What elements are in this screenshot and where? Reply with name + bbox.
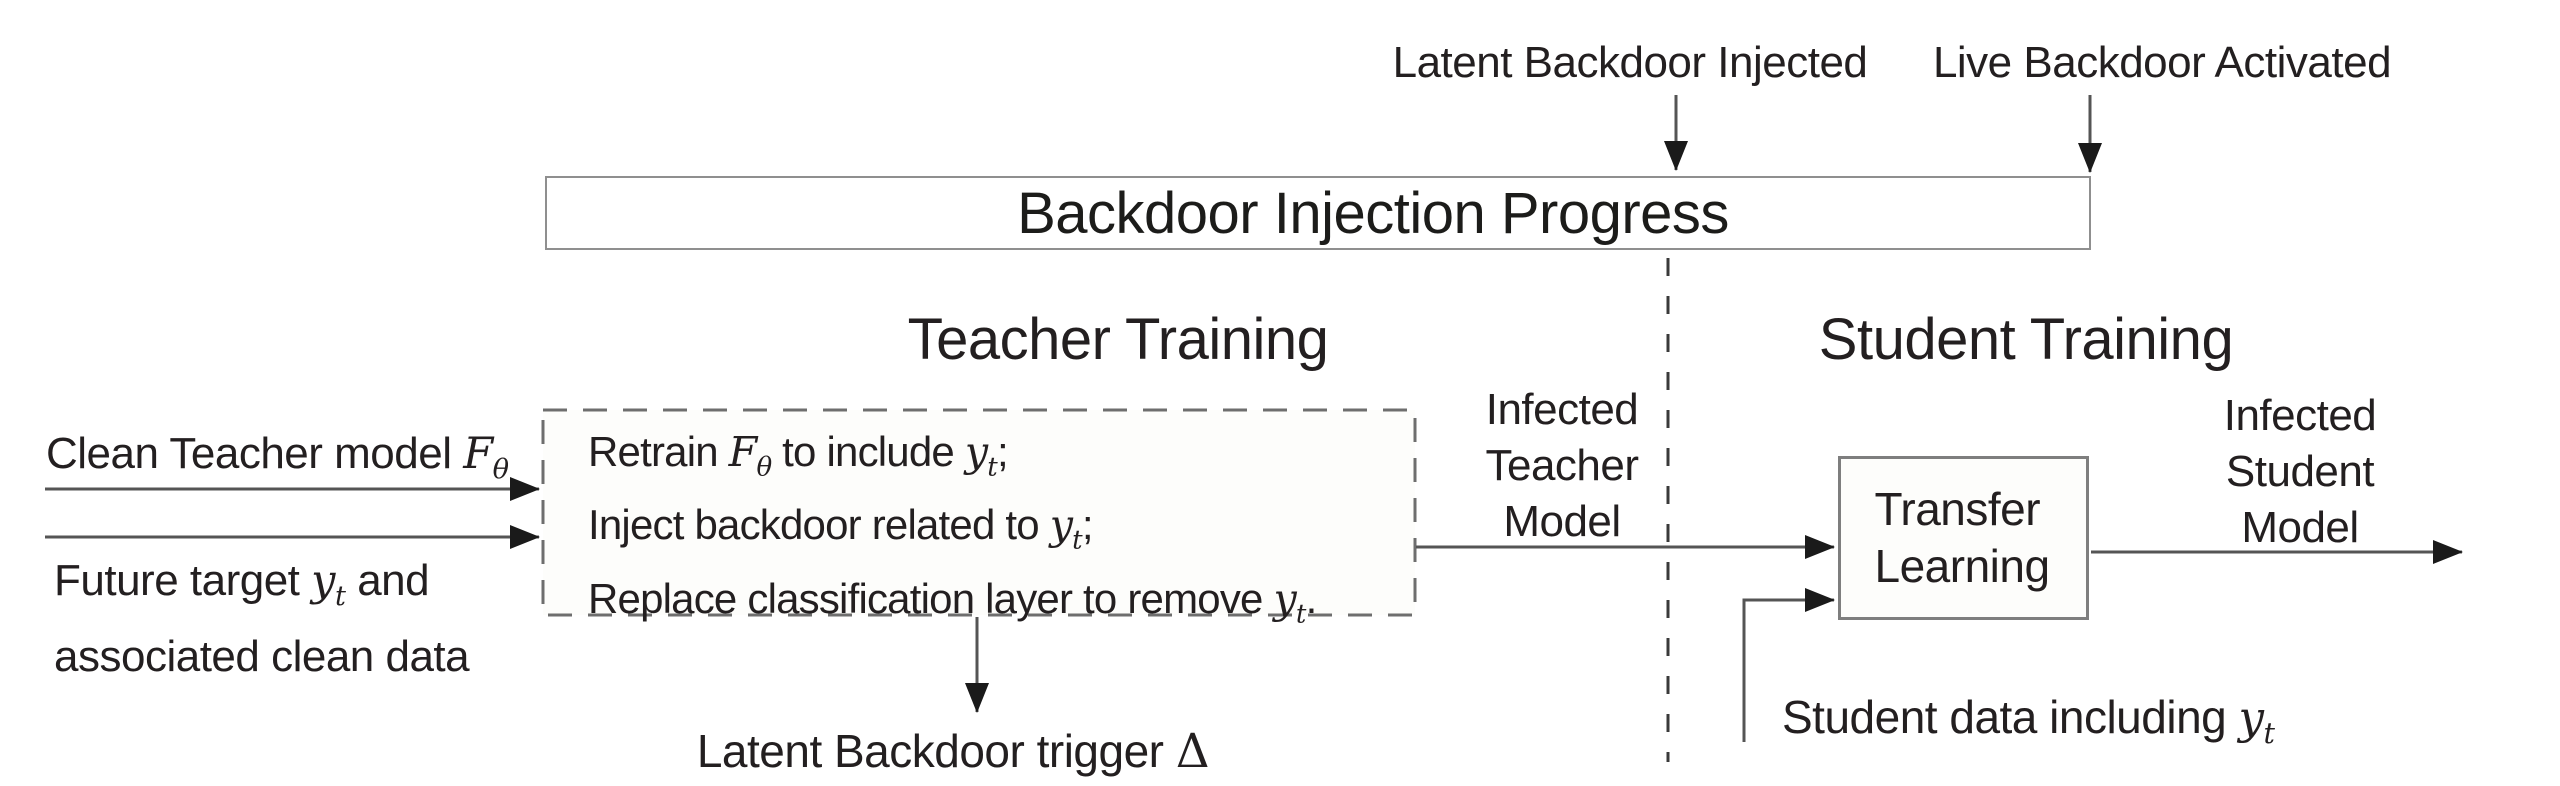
label-clean-teacher-model: Clean Teacher model Fθ [46,424,509,500]
infected-student-line2: Student [2225,447,2375,496]
infected-teacher-line1: Infected [1485,385,1639,434]
l2-y-sub: t [1072,525,1082,556]
l1-y: y [964,428,988,476]
l2-pre: Inject backdoor related to [588,501,1050,549]
math-F: F [463,429,493,479]
math-y: y [311,556,335,606]
trigger-text: Latent Backdoor trigger [696,725,1176,777]
transfer-box-line1: Transfer [1874,483,2041,535]
l3-y: y [1273,574,1296,623]
transfer-box-line2: Learning [1874,540,2051,592]
l3-end: . [1305,574,1318,622]
math-delta: Δ [1175,724,1210,779]
l1-mid: to include [771,428,965,475]
label-live-backdoor-activated: Live Backdoor Activated [1932,38,2392,87]
retrain-line-2: Inject backdoor related to yt; [588,496,1316,569]
infected-teacher-line2: Teacher [1485,441,1639,490]
clean-teacher-text: Clean Teacher model [46,429,464,478]
label-latent-backdoor-injected: Latent Backdoor Injected [1392,38,1868,87]
student-data-math-y: y [2238,691,2264,744]
backdoor-injection-progress-bar: Backdoor Injection Progress [545,176,2091,250]
future-target-pre: Future target [54,556,312,605]
l1-F: F [728,428,758,476]
label-infected-teacher-model: Infected Teacher Model [1412,382,1712,550]
retrain-line-3: Replace classification layer to remove y… [588,570,1318,643]
l1-end: ; [996,428,1009,475]
label-future-target: Future target yt and associated clean da… [54,551,470,687]
infected-teacher-line3: Model [1503,497,1621,546]
l1-pre: Retrain [588,428,729,475]
label-latent-backdoor-trigger: Latent Backdoor trigger Δ [653,724,1253,779]
math-y-sub: t [335,580,346,612]
l2-y: y [1049,501,1073,550]
student-data-arrow [1742,588,1835,742]
student-data-math-y-sub: t [2263,717,2275,751]
teacher-retrain-box-text: Retrain Fθ to include yt; Inject backdoo… [588,423,1318,643]
label-student-data: Student data including yt [1782,690,2275,751]
future-target-line2: associated clean data [54,631,470,681]
l1-y-sub: t [987,452,997,483]
future-target-post: and [345,556,430,605]
infected-student-line1: Infected [2223,391,2377,440]
l1-F-sub: θ [756,452,772,483]
future-target-line1: Future target yt and [54,551,469,627]
heading-student-training: Student Training [1818,307,2234,372]
retrain-line-1: Retrain Fθ to include yt; [588,423,1316,496]
label-infected-student-model: Infected Student Model [2150,388,2450,556]
l3-y-sub: t [1295,599,1306,630]
l3-pre: Replace classification layer to remove [588,574,1274,622]
progress-bar-title: Backdoor Injection Progress [1017,180,1729,246]
student-data-text: Student data including [1782,691,2239,743]
transfer-learning-box: Transfer Learning [1838,456,2089,620]
teacher-retrain-box-outline [541,408,1417,617]
infected-student-line3: Model [2241,503,2359,552]
math-F-sub: θ [492,453,509,485]
l2-end: ; [1081,501,1094,549]
heading-teacher-training: Teacher Training [907,307,1329,372]
